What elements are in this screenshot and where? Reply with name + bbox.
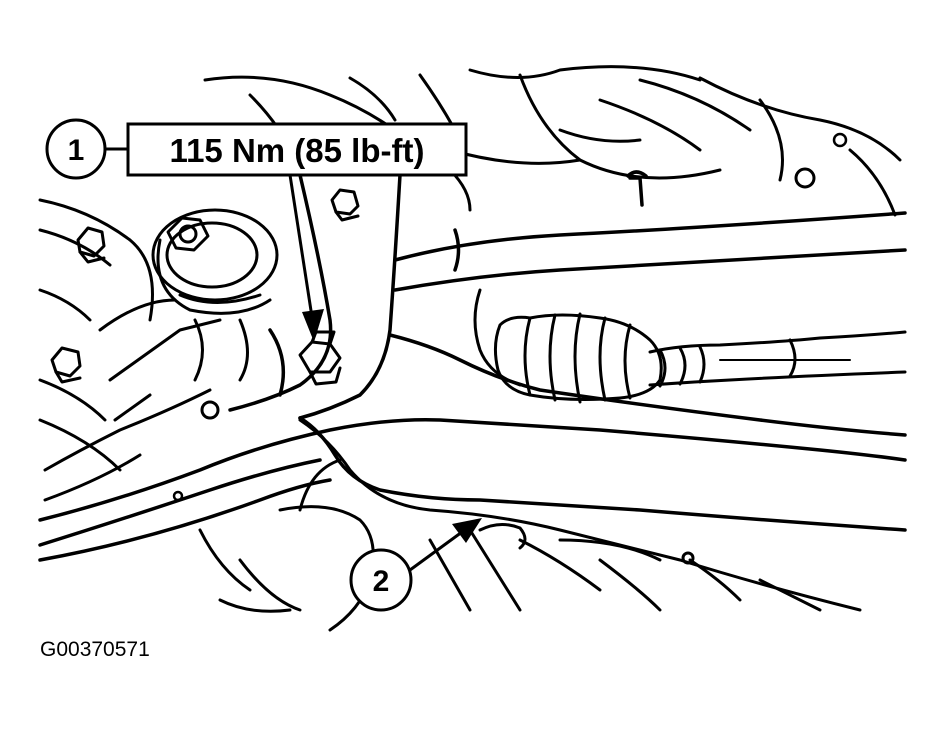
brake-line bbox=[298, 418, 862, 612]
callout-1-number: 1 bbox=[68, 134, 85, 167]
bushing-nut bbox=[166, 216, 210, 252]
callout-2-leader bbox=[409, 530, 463, 572]
line-art bbox=[38, 65, 907, 632]
upper-body-panel bbox=[203, 65, 902, 217]
body-rivet bbox=[832, 132, 848, 148]
frame-bolt bbox=[330, 188, 360, 222]
frame-hole bbox=[200, 400, 220, 420]
callout-2-number: 2 bbox=[373, 565, 390, 598]
figure-id: G00370571 bbox=[40, 638, 150, 661]
brake-line-clip bbox=[681, 551, 695, 565]
callout-1-arrowhead bbox=[302, 309, 324, 342]
torque-spec-label: 115 Nm (85 lb-ft) bbox=[170, 132, 425, 169]
frame-bolt bbox=[76, 226, 106, 264]
frame-bolt bbox=[50, 346, 82, 384]
body-rivet bbox=[794, 167, 816, 189]
callout-1-leader bbox=[288, 174, 316, 331]
torque-spec-box bbox=[126, 122, 468, 177]
cv-boot bbox=[473, 288, 663, 404]
bushing-mount bbox=[151, 208, 279, 382]
axle-shaft bbox=[648, 330, 907, 388]
lower-background bbox=[198, 458, 822, 632]
callout-1: 1 115 Nm (85 lb-ft) bbox=[45, 118, 468, 342]
callout-2-arrowhead bbox=[452, 518, 482, 543]
upper-arm-rod bbox=[393, 170, 907, 292]
callout-2-circle bbox=[349, 548, 413, 612]
callout-2: 2 bbox=[349, 518, 482, 612]
arm-attachment-bolt bbox=[298, 330, 342, 386]
